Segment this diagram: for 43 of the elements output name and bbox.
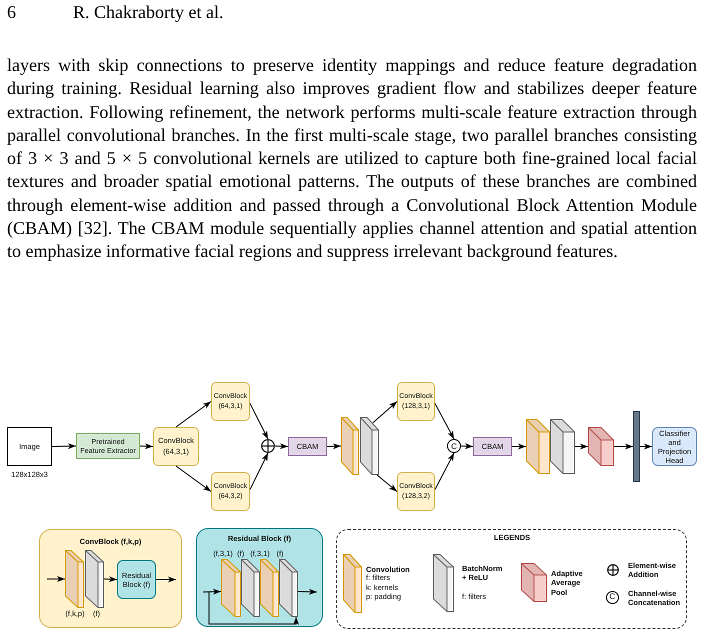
arrow — [372, 401, 398, 424]
concatenation-symbol: C — [606, 590, 619, 604]
arrow — [298, 588, 318, 595]
arrow — [460, 443, 474, 450]
arrow — [250, 402, 268, 440]
batchnorm-relu-slab — [279, 559, 298, 617]
batchnorm-relu-slab — [85, 550, 104, 608]
batchnorm-relu-slab — [360, 417, 379, 475]
arrow — [434, 452, 454, 490]
arrow — [614, 444, 634, 450]
conv-layer-slab — [65, 550, 84, 608]
arrow — [104, 576, 118, 582]
arrow — [176, 401, 212, 428]
conv-layer-slab — [260, 559, 279, 617]
arrow — [250, 452, 268, 490]
arrow — [46, 576, 66, 582]
arrow — [156, 576, 176, 582]
arrow — [434, 402, 454, 440]
convblock-panel — [39, 529, 182, 628]
residual-block-panel — [196, 528, 323, 627]
arrow — [574, 444, 588, 450]
batchnorm-relu-slab — [550, 419, 575, 474]
arrow — [176, 466, 212, 492]
body-paragraph: layers with skip connections to preserve identity mappings and reduce feature degradation during training. Residual learning also improves gradient flow and stabilizes deeper feature extraction. Following refinement, the network performs multi-scale feature extraction through parallel convolutional branches. In the first multi-scale stage, two parallel branches consisting of 3 × 3 and 5 × 5 convolutional kernels are utilized to capture both fine-grained local facial textures and broader spatial emotional patterns. The outputs of these branches are combined through element-wise addition and passed through a Convolutional Block Attention Module (CBAM) [32]. The CBAM module sequentially applies channel attention and spatial attention to emphasize informative facial regions and suppress irrelevant background features. — [7, 54, 697, 264]
conv-layer-slab — [221, 559, 241, 617]
conv-layer-slab — [526, 419, 550, 474]
arrow — [376, 474, 398, 492]
arrow — [140, 443, 154, 450]
arrow — [52, 443, 76, 450]
page-number: 6 — [7, 2, 16, 24]
arrow — [640, 444, 652, 450]
running-header: R. Chakraborty et al. — [73, 2, 224, 24]
circled-plus-icon — [261, 439, 275, 453]
avg-pool-cube — [588, 427, 614, 466]
vertical-bar — [633, 411, 640, 482]
arrow — [202, 588, 222, 595]
batchnorm-relu-slab — [241, 559, 260, 617]
concatenation-circle: C — [447, 439, 461, 453]
conv-layer-slab — [341, 417, 359, 475]
arrow — [326, 443, 342, 450]
arrow — [512, 444, 526, 450]
arrow — [274, 443, 288, 450]
skip-connection-arrow — [208, 592, 300, 625]
